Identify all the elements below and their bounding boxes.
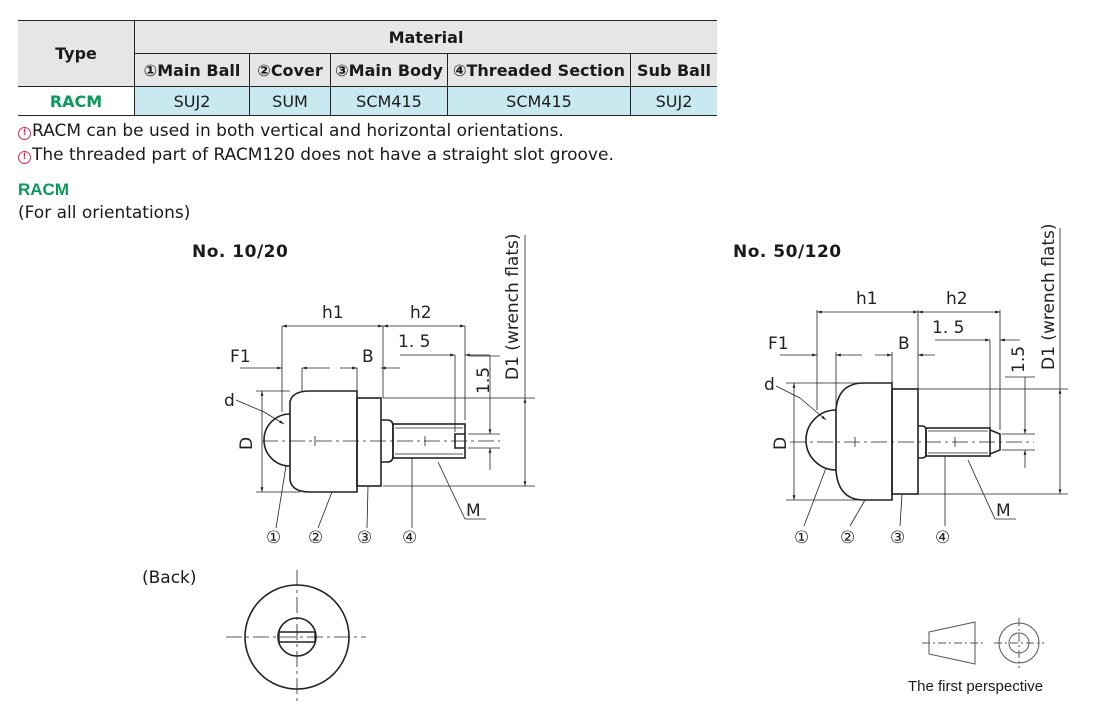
type-cell: RACM — [18, 86, 135, 116]
callout-1: ① — [266, 528, 281, 548]
value-cell: SCM415 — [447, 86, 631, 116]
col-main-body: ③Main Body — [330, 53, 448, 87]
dimensions-left — [235, 235, 535, 529]
drawing-right — [790, 382, 1034, 501]
dim-m: M — [996, 501, 1011, 521]
callout-4: ④ — [935, 528, 950, 548]
caution-icon: ! — [18, 151, 31, 164]
dim-h1: h1 — [322, 303, 344, 323]
callout-1: ① — [794, 528, 809, 548]
value-cell: SUJ2 — [630, 86, 717, 116]
col-threaded-section: ④Threaded Section — [447, 53, 631, 87]
dim-f1: F1 — [768, 334, 789, 354]
dim-1-5: 1. 5 — [932, 318, 964, 338]
dim-d1: D1 (wrench flats) — [1039, 223, 1059, 370]
projection-symbol — [922, 618, 1044, 668]
dimension-labels-right: h1 h2 1. 5 F1 B d D 1.5 D1 (wrench flats… — [764, 223, 1059, 548]
back-view — [226, 570, 366, 704]
col-main-ball: ①Main Ball — [134, 53, 250, 87]
figure-label-right: No. 50/120 — [733, 242, 842, 262]
dim-1-5-vertical: 1.5 — [474, 367, 494, 394]
dim-h2: h2 — [410, 303, 432, 323]
dim-d: d — [224, 391, 235, 411]
note-orientation: !RACM can be used in both vertical and h… — [18, 121, 564, 141]
callout-2: ② — [840, 528, 855, 548]
dim-b: B — [362, 347, 374, 367]
back-view-label: (Back) — [142, 568, 197, 588]
dim-m: M — [466, 501, 481, 521]
dimensions-right — [775, 228, 1068, 527]
callout-4: ④ — [402, 528, 417, 548]
dim-D: D — [237, 437, 257, 450]
callout-3: ③ — [890, 528, 905, 548]
dim-d1: D1 (wrench flats) — [503, 233, 523, 380]
callout-3: ③ — [357, 528, 372, 548]
perspective-label: The first perspective — [908, 678, 1044, 695]
figure-label-left: No. 10/20 — [192, 242, 289, 262]
dim-h2: h2 — [946, 289, 968, 309]
dim-h1: h1 — [856, 289, 878, 309]
dim-b: B — [898, 334, 910, 354]
section-subtitle: (For all orientations) — [18, 203, 191, 223]
dim-1-5: 1. 5 — [398, 332, 430, 352]
dim-D: D — [771, 437, 791, 450]
material-table: Type Material ①Main Ball ②Cover ③Main Bo… — [18, 20, 717, 116]
caution-icon: ! — [18, 127, 31, 140]
callout-2: ② — [308, 528, 323, 548]
table-row: RACM SUJ2 SUM SCM415 SCM415 SUJ2 — [18, 86, 717, 116]
dim-f1: F1 — [230, 347, 251, 367]
value-cell: SCM415 — [330, 86, 448, 116]
type-header: Type — [18, 20, 135, 87]
dimension-labels-left: h1 h2 1. 5 F1 B d D 1.5 D1 (wrench flats… — [224, 233, 523, 548]
material-header: Material — [134, 20, 717, 54]
note-slot: !The threaded part of RACM120 does not h… — [18, 145, 614, 165]
dim-d: d — [764, 375, 775, 395]
drawing-left — [262, 390, 500, 493]
section-title: RACM — [18, 180, 69, 199]
value-cell: SUJ2 — [134, 86, 250, 116]
col-cover: ②Cover — [249, 53, 331, 87]
dim-1-5-vertical: 1.5 — [1009, 346, 1029, 373]
value-cell: SUM — [249, 86, 331, 116]
col-sub-ball: Sub Ball — [630, 53, 717, 87]
